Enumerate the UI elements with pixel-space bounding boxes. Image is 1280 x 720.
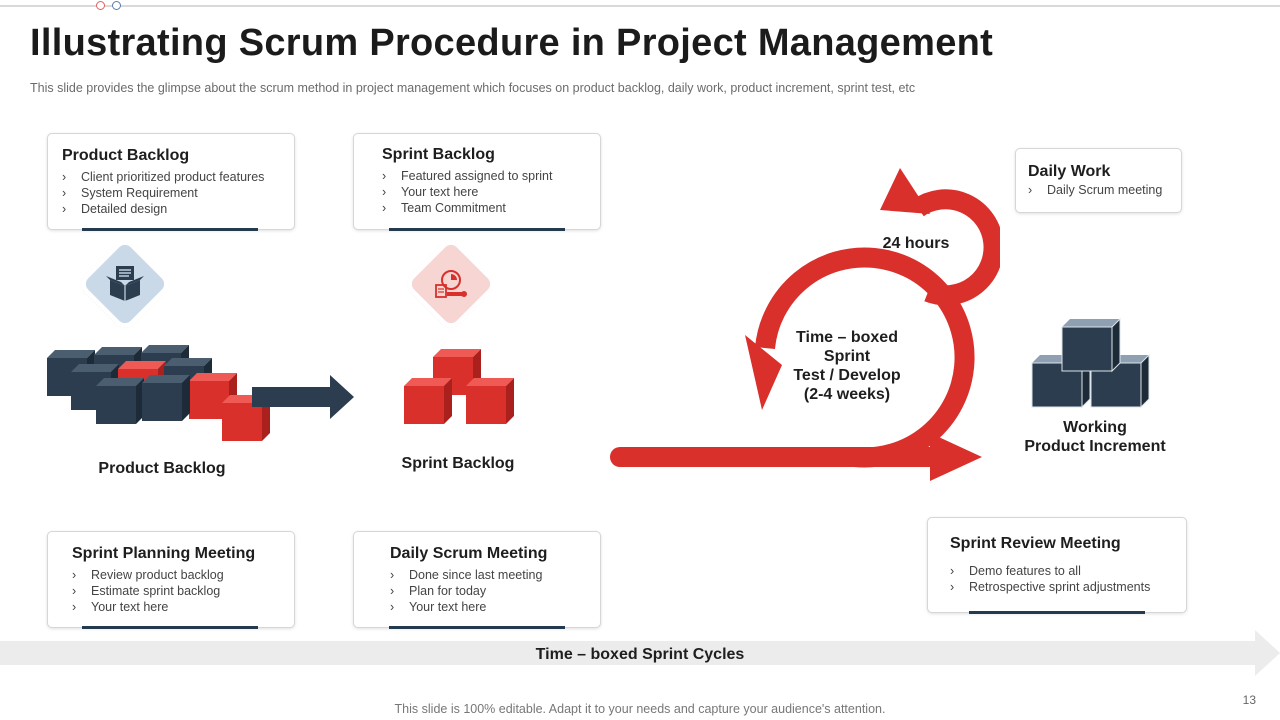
product-increment-cubes xyxy=(1031,318,1150,408)
list-item: ›Demo features to all xyxy=(950,564,1081,578)
increment-label-line1: Working xyxy=(1063,419,1127,436)
list-item: ›Client prioritized product features xyxy=(62,170,265,184)
footer-note: This slide is 100% editable. Adapt it to… xyxy=(394,702,886,716)
slide-title: Illustrating Scrum Procedure in Project … xyxy=(30,22,994,64)
slide-dot-red xyxy=(96,1,105,10)
list-item: ›Your text here xyxy=(390,600,487,614)
scrum-cycle-arrows xyxy=(610,168,1000,481)
cycle-label-line2: Sprint xyxy=(823,348,871,365)
card-daily-scrum: Daily Scrum Meeting ›Done since last mee… xyxy=(353,531,601,629)
sprint-chart-icon xyxy=(435,270,467,298)
list-item: ›Done since last meeting xyxy=(390,568,543,582)
slide-dot-blue xyxy=(112,1,121,10)
list-item: ›Estimate sprint backlog xyxy=(72,584,221,598)
product-backlog-label: Product Backlog xyxy=(98,460,226,477)
list-item: ›Review product backlog xyxy=(72,568,224,582)
card-daily-work: Daily Work ›Daily Scrum meeting xyxy=(1015,148,1182,213)
card-accent-bar xyxy=(82,228,258,231)
list-item: ›Daily Scrum meeting xyxy=(1028,183,1163,197)
increment-label-line2: Product Increment xyxy=(1024,438,1166,455)
list-item: ›Your text here xyxy=(382,185,479,199)
list-item: ›Plan for today xyxy=(390,584,487,598)
list-item: ›Detailed design xyxy=(62,202,168,216)
list-item: ›Your text here xyxy=(72,600,169,614)
card-title: Product Backlog xyxy=(62,147,190,164)
card-accent-bar xyxy=(82,626,258,629)
timeline-arrow xyxy=(0,630,1280,676)
cycle-label-line1: Time – boxed xyxy=(796,329,898,346)
slide-subtitle: This slide provides the glimpse about th… xyxy=(30,81,916,95)
list-item: ›Featured assigned to sprint xyxy=(382,169,553,183)
page-number: 13 xyxy=(1242,693,1256,707)
card-title: Daily Work xyxy=(1028,163,1111,180)
list-item: ›System Requirement xyxy=(62,186,198,200)
card-sprint-backlog: Sprint Backlog ›Featured assigned to spr… xyxy=(353,133,601,231)
card-product-backlog: Product Backlog ›Client prioritized prod… xyxy=(47,133,295,231)
timeline-label: Time – boxed Sprint Cycles xyxy=(535,646,745,663)
card-title: Sprint Backlog xyxy=(382,146,495,163)
sprint-backlog-cubes xyxy=(404,349,514,424)
card-sprint-review: Sprint Review Meeting ›Demo features to … xyxy=(927,517,1187,614)
product-backlog-cubes xyxy=(47,345,354,441)
card-title: Sprint Review Meeting xyxy=(950,535,1121,552)
card-accent-bar xyxy=(389,626,565,629)
sprint-backlog-label: Sprint Backlog xyxy=(401,455,515,472)
card-title: Sprint Planning Meeting xyxy=(72,545,256,562)
backlog-box-icon xyxy=(106,266,144,301)
hours-label: 24 hours xyxy=(882,235,950,252)
list-item: ›Team Commitment xyxy=(382,201,506,215)
card-sprint-planning: Sprint Planning Meeting ›Review product … xyxy=(47,531,295,629)
top-divider-line xyxy=(0,5,1280,7)
cycle-label-line4: (2-4 weeks) xyxy=(803,386,891,403)
card-accent-bar xyxy=(389,228,565,231)
card-accent-bar xyxy=(969,611,1145,614)
list-item: ›Retrospective sprint adjustments xyxy=(950,580,1151,594)
cycle-label-line3: Test / Develop xyxy=(793,367,901,384)
card-title: Daily Scrum Meeting xyxy=(390,545,548,562)
